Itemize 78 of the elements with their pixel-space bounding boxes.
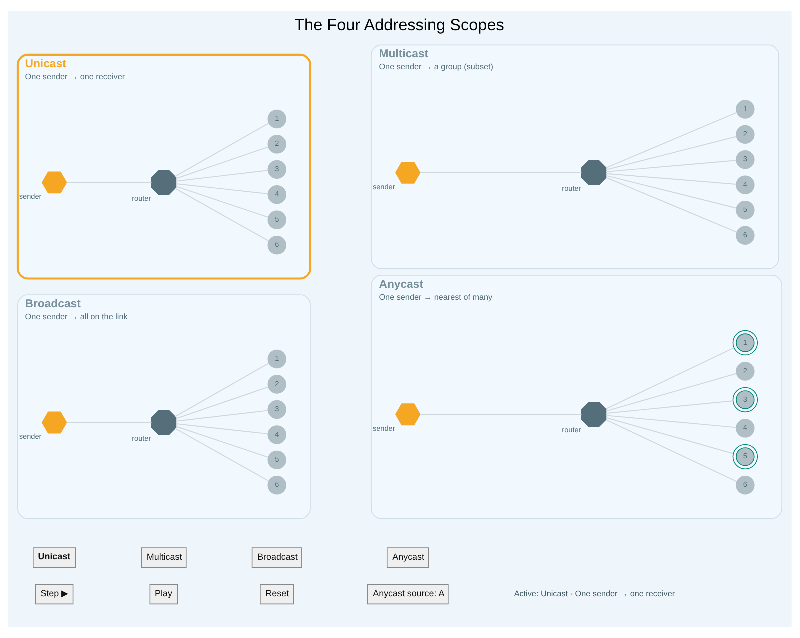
connector [176, 183, 269, 194]
node-label: router [132, 434, 152, 443]
node-hexagon [42, 412, 68, 434]
node-octagon [151, 170, 177, 196]
node-circle: 5 [732, 444, 758, 470]
connector [606, 373, 738, 412]
label: Step ▶ [40, 588, 69, 599]
connector [420, 414, 582, 416]
connector [606, 177, 738, 233]
label: Anycast [392, 552, 424, 562]
node-circle: 2 [736, 125, 755, 144]
node-circle: 3 [736, 150, 755, 170]
node-circle: 4 [268, 426, 286, 444]
connector [606, 112, 738, 169]
connector [175, 188, 270, 242]
connector [176, 170, 269, 182]
label: Anycast source: A [373, 588, 445, 599]
node-circle: 3 [268, 400, 286, 420]
node-circle: 4 [268, 186, 286, 204]
label: Unicast [38, 551, 71, 562]
node-hexagon [42, 172, 68, 194]
node-label: router [562, 184, 582, 193]
connector [66, 182, 152, 184]
connector [606, 175, 738, 209]
node-hexagon [395, 404, 421, 426]
node-circle: 3 [732, 387, 758, 413]
label: Play [155, 588, 172, 599]
node-circle: 1 [268, 110, 286, 129]
connector [420, 172, 582, 174]
connector [176, 424, 269, 435]
node-circle: 1 [268, 350, 286, 369]
node-circle: 2 [268, 375, 286, 394]
label: Multicast [146, 552, 182, 562]
connector [174, 122, 270, 178]
connector [606, 136, 738, 170]
label: Active: Unicast · One sender → one receiver [514, 589, 676, 598]
connector [606, 400, 734, 414]
connector [606, 348, 735, 410]
connector [176, 146, 269, 180]
diagram-title: The Four Addressing Scopes [294, 16, 504, 35]
node-circle: 5 [268, 450, 286, 470]
connector [606, 160, 737, 172]
node-octagon [581, 160, 607, 186]
node-label: sender [19, 432, 42, 442]
node-label: sender [372, 182, 396, 192]
connector [176, 186, 269, 218]
connector [174, 362, 270, 418]
connector [606, 173, 737, 185]
label: Reset [266, 588, 290, 599]
connector [176, 426, 269, 458]
node-label: router [132, 194, 152, 203]
node-circle: 5 [736, 201, 755, 220]
node-circle: 6 [268, 476, 286, 495]
node-circle: 2 [736, 362, 755, 381]
node-circle: 1 [732, 330, 758, 356]
node-circle: 5 [268, 210, 286, 230]
label: Broadcast [258, 552, 298, 562]
connector [176, 410, 269, 422]
connector [606, 417, 734, 454]
node-label: sender [372, 424, 396, 434]
connector [606, 415, 737, 428]
node-circle: 6 [268, 236, 286, 255]
node-hexagon [395, 162, 421, 184]
connector [175, 428, 270, 482]
node-octagon [581, 402, 607, 428]
node-octagon [151, 410, 177, 436]
node-circle: 2 [268, 135, 286, 154]
node-circle: 4 [736, 419, 755, 438]
node-circle: 1 [736, 100, 755, 119]
connector [66, 422, 152, 424]
node-circle: 4 [736, 176, 755, 194]
node-label: router [562, 426, 582, 435]
node-circle: 6 [736, 476, 755, 495]
node-label: sender [19, 192, 42, 202]
node-circle: 3 [268, 160, 286, 180]
connector [176, 386, 269, 420]
connector [606, 419, 738, 482]
node-circle: 6 [736, 226, 755, 245]
